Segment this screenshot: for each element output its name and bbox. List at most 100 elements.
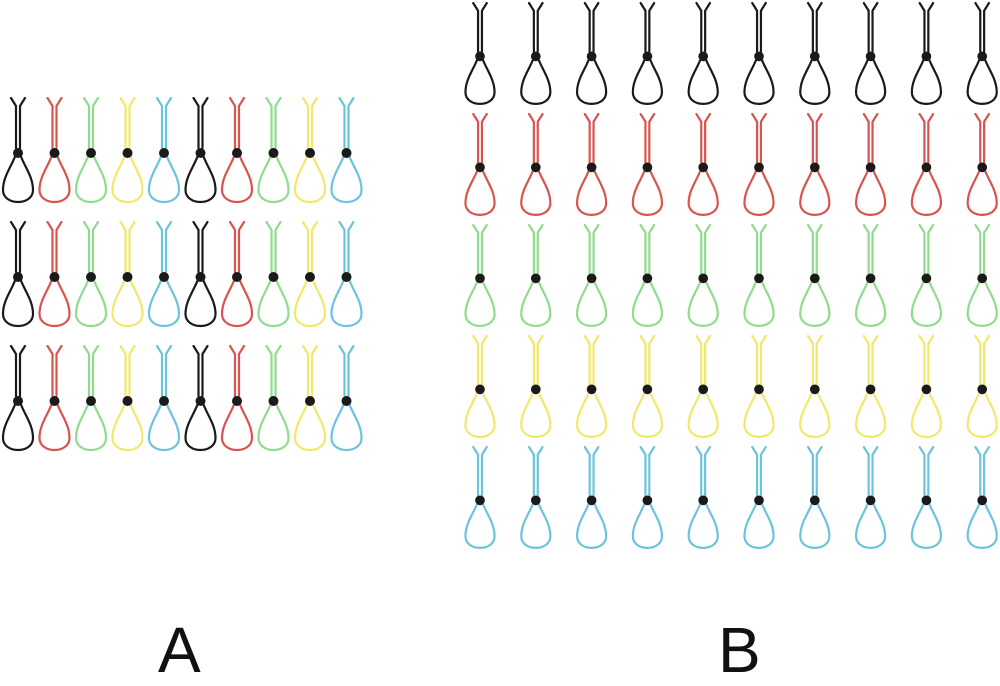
lanyard-loop-icon bbox=[966, 1, 998, 105]
knot-dot bbox=[586, 51, 597, 62]
knot-dot bbox=[977, 162, 988, 173]
panel-b-lanyard-grid bbox=[464, 1, 998, 549]
lanyard-loop-icon bbox=[111, 220, 144, 328]
lanyard-loop-icon bbox=[910, 112, 943, 216]
lanyard-loop-icon bbox=[293, 220, 327, 328]
knot-dot bbox=[754, 273, 764, 284]
knot-dot bbox=[341, 272, 352, 282]
lanyard-loop-icon bbox=[799, 1, 831, 105]
knot-dot bbox=[754, 162, 764, 173]
knot-dot bbox=[86, 396, 96, 406]
knot-dot bbox=[475, 273, 485, 284]
lanyard-loop-icon bbox=[631, 112, 664, 216]
lanyard-loop-icon bbox=[910, 445, 943, 549]
knot-dot bbox=[475, 51, 485, 62]
lanyard-loop-icon bbox=[854, 223, 887, 327]
knot-dot bbox=[754, 495, 764, 506]
lanyard-loop-icon bbox=[910, 334, 943, 438]
lanyard-loop-icon bbox=[38, 96, 71, 204]
lanyard-loop-icon bbox=[520, 445, 552, 549]
knot-dot bbox=[305, 272, 315, 282]
knot-dot bbox=[698, 162, 709, 173]
knot-dot bbox=[642, 162, 653, 173]
lanyard-loop-icon bbox=[220, 344, 254, 452]
lanyard-loop-icon bbox=[74, 220, 108, 328]
lanyard-loop-icon bbox=[111, 344, 144, 452]
lanyard-loop-icon bbox=[293, 96, 327, 204]
knot-dot bbox=[642, 51, 653, 62]
lanyard-loop-icon bbox=[575, 445, 608, 549]
knot-dot bbox=[977, 273, 988, 284]
knot-dot bbox=[530, 51, 541, 62]
knot-dot bbox=[475, 162, 485, 173]
knot-dot bbox=[698, 273, 709, 284]
knot-dot bbox=[921, 162, 932, 173]
lanyard-loop-icon bbox=[220, 220, 254, 328]
lanyard-loop-icon bbox=[687, 223, 719, 327]
lanyard-loop-icon bbox=[293, 344, 327, 452]
lanyard-loop-icon bbox=[854, 1, 887, 105]
lanyard-loop-icon bbox=[464, 334, 496, 438]
lanyard-loop-icon bbox=[910, 1, 943, 105]
lanyard-loop-icon bbox=[330, 220, 363, 328]
knot-dot bbox=[977, 51, 988, 62]
knot-dot bbox=[232, 148, 242, 158]
lanyard-loop-icon bbox=[575, 1, 608, 105]
knot-dot bbox=[865, 162, 876, 173]
lanyard-loop-icon bbox=[520, 223, 552, 327]
knot-dot bbox=[530, 384, 541, 395]
knot-dot bbox=[921, 495, 932, 506]
lanyard-loop-icon bbox=[743, 223, 775, 327]
knot-dot bbox=[642, 384, 653, 395]
knot-dot bbox=[86, 272, 96, 282]
knot-dot bbox=[232, 272, 242, 282]
knot-dot bbox=[698, 51, 709, 62]
lanyard-loop-icon bbox=[184, 344, 217, 452]
lanyard-loop-icon bbox=[910, 223, 943, 327]
knot-dot bbox=[13, 396, 23, 406]
knot-dot bbox=[268, 148, 279, 158]
knot-dot bbox=[341, 396, 352, 406]
knot-dot bbox=[586, 273, 597, 284]
panel-b-label: B bbox=[718, 614, 761, 686]
knot-dot bbox=[530, 162, 541, 173]
lanyard-loop-icon bbox=[854, 334, 887, 438]
lanyard-loop-icon bbox=[966, 445, 998, 549]
knot-dot bbox=[865, 384, 876, 395]
lanyard-loop-icon bbox=[1, 96, 35, 204]
knot-dot bbox=[698, 495, 709, 506]
lanyard-loop-icon bbox=[184, 220, 217, 328]
lanyard-loop-icon bbox=[631, 223, 664, 327]
knot-dot bbox=[921, 273, 932, 284]
panel-a-lanyard-grid bbox=[1, 96, 363, 452]
knot-dot bbox=[698, 384, 709, 395]
lanyard-loop-icon bbox=[631, 1, 664, 105]
knot-dot bbox=[809, 495, 820, 506]
knot-dot bbox=[642, 273, 653, 284]
lanyard-loop-icon bbox=[257, 96, 290, 204]
lanyard-loop-icon bbox=[74, 344, 108, 452]
knot-dot bbox=[865, 273, 876, 284]
knot-dot bbox=[809, 162, 820, 173]
lanyard-loop-icon bbox=[520, 112, 552, 216]
knot-dot bbox=[268, 272, 279, 282]
knot-dot bbox=[305, 148, 315, 158]
lanyard-loop-icon bbox=[687, 334, 719, 438]
lanyard-loop-icon bbox=[631, 445, 664, 549]
lanyard-loop-icon bbox=[966, 112, 998, 216]
knot-dot bbox=[122, 148, 133, 158]
lanyard-loop-icon bbox=[147, 344, 181, 452]
knot-dot bbox=[809, 273, 820, 284]
knot-dot bbox=[49, 272, 60, 282]
knot-dot bbox=[13, 148, 23, 158]
knot-dot bbox=[642, 495, 653, 506]
lanyard-loop-icon bbox=[687, 445, 719, 549]
lanyard-loop-icon bbox=[631, 334, 664, 438]
lanyard-loop-icon bbox=[464, 112, 496, 216]
knot-dot bbox=[159, 396, 169, 406]
panel-a-label: A bbox=[158, 614, 201, 686]
lanyard-loop-icon bbox=[966, 334, 998, 438]
knot-dot bbox=[475, 384, 485, 395]
knot-dot bbox=[232, 396, 242, 406]
lanyard-loop-icon bbox=[74, 96, 108, 204]
